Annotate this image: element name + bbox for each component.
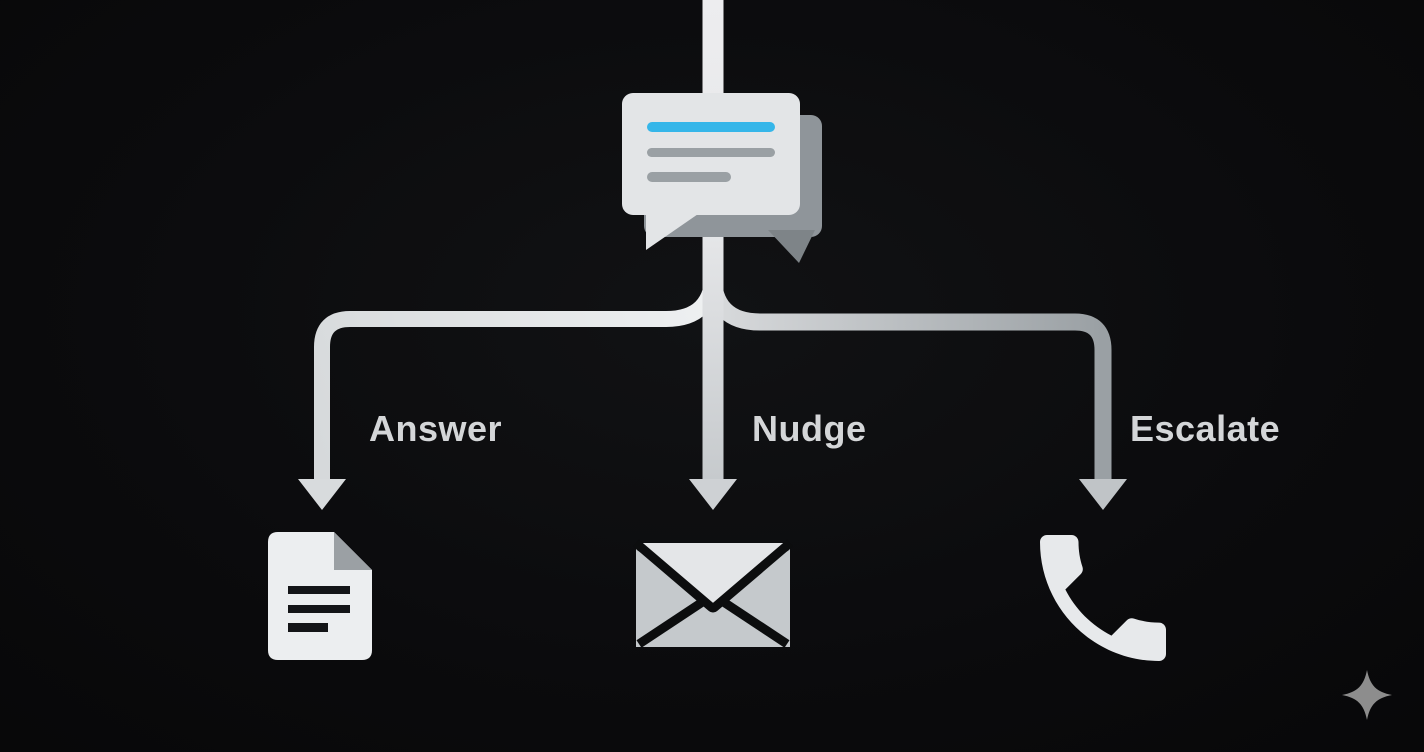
arrowhead-nudge	[689, 479, 737, 510]
label-nudge: Nudge	[752, 408, 867, 449]
arrowhead-answer	[298, 479, 346, 510]
branch-labels: Answer Nudge Escalate	[369, 408, 1280, 449]
chat-bubbles-icon	[622, 93, 822, 263]
connector-answer	[314, 271, 721, 482]
document-fold	[334, 532, 372, 570]
label-answer: Answer	[369, 408, 502, 449]
document-icon	[268, 532, 372, 660]
sparkle-icon	[1342, 670, 1392, 720]
envelope-icon	[633, 539, 793, 648]
envelope-flap	[636, 543, 790, 609]
label-escalate: Escalate	[1130, 408, 1280, 449]
phone-icon	[1040, 535, 1166, 661]
chat-line-gray-1	[647, 148, 775, 157]
chat-bubble-front-tail	[646, 212, 701, 250]
chat-line-gray-2	[647, 172, 731, 182]
document-page	[268, 532, 372, 660]
sparkle-shape	[1342, 670, 1392, 720]
envelope-flap-edges	[633, 539, 793, 613]
phone-handset	[1040, 535, 1166, 661]
arrowhead-escalate	[1079, 479, 1127, 510]
document-text-line-1	[288, 586, 350, 594]
document-text-line-3	[288, 623, 328, 632]
connector-escalate	[704, 273, 1112, 482]
connectors	[298, 0, 1127, 510]
chat-bubble-back-tail	[768, 230, 815, 263]
chat-line-accent	[647, 122, 775, 132]
document-text-line-2	[288, 605, 350, 613]
